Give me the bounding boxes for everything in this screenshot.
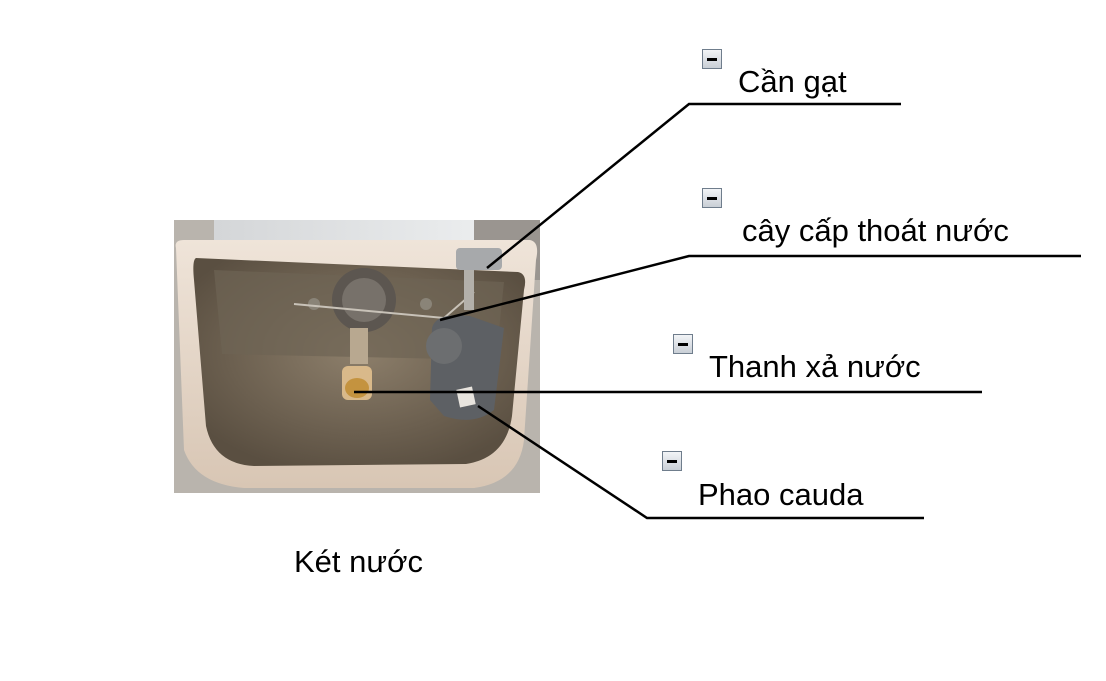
- collapse-button-thanh-xa-nuoc[interactable]: [673, 334, 693, 354]
- collapse-button-can-gat[interactable]: [702, 49, 722, 69]
- leader-line-phao-cauda: [477, 404, 924, 520]
- label-thanh-xa-nuoc: Thanh xả nước: [709, 349, 921, 384]
- minus-icon: [707, 58, 717, 61]
- minus-icon: [667, 460, 677, 463]
- collapse-button-phao-cauda[interactable]: [662, 451, 682, 471]
- figure-caption: Két nước: [294, 544, 423, 579]
- leader-line-cay-cap-thoat-nuoc: [439, 254, 1081, 322]
- collapse-button-cay-cap-thoat-nuoc[interactable]: [702, 188, 722, 208]
- minus-icon: [707, 197, 717, 200]
- label-can-gat: Cần gạt: [738, 64, 847, 99]
- label-phao-cauda: Phao cauda: [698, 477, 864, 512]
- label-cay-cap-thoat-nuoc: cây cấp thoát nước: [742, 213, 1009, 248]
- toilet-tank-photo: [174, 220, 540, 493]
- leader-line-can-gat: [486, 102, 901, 269]
- minus-icon: [678, 343, 688, 346]
